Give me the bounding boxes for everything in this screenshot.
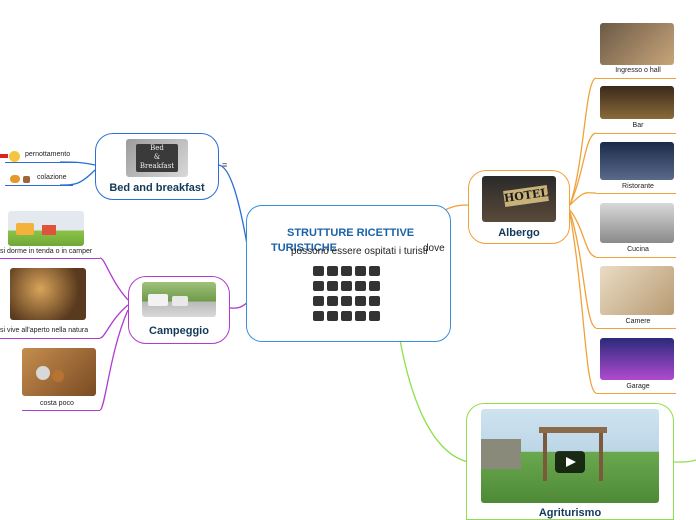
umbrella-icon [341, 296, 352, 306]
camera-icon [369, 311, 380, 321]
leaf-underline [22, 410, 100, 411]
ristorante-image [600, 142, 674, 180]
play-button[interactable] [555, 451, 585, 473]
leaf-underline [596, 328, 676, 329]
bnb-sign-line-1: Bed [150, 144, 164, 152]
tv-icon [313, 281, 324, 291]
leaf-tenda-camper[interactable]: si dorme in tenda o in camper [0, 248, 93, 255]
bnb-sign-line-2: & [153, 153, 161, 161]
leaf-underline [596, 133, 676, 134]
key-icon [355, 296, 366, 306]
leaf-underline [596, 393, 676, 394]
bed-and-breakfast-title: Bed and breakfast [109, 182, 205, 194]
agriturismo-video-thumbnail[interactable] [481, 409, 659, 503]
albergo-title: Albergo [498, 227, 540, 239]
coffee-icon [313, 311, 324, 321]
leaf-colazione[interactable]: colazione [37, 174, 67, 181]
car-icon [369, 296, 380, 306]
leaf-ristorante[interactable]: Ristorante [622, 183, 654, 190]
hotel-sign-image: HOTEL [482, 176, 556, 222]
leaf-aperto-natura[interactable]: si vive all'aperto nella natura [0, 327, 89, 334]
leaf-cucina[interactable]: Cucina [627, 246, 649, 253]
central-title-line-2: TURISTICHE [271, 242, 337, 254]
building-icon [341, 281, 352, 291]
camper-tent-image [8, 211, 84, 246]
notes-icon[interactable]: ≡ [222, 160, 228, 170]
bed-and-breakfast-image: Bed & Breakfast [126, 139, 188, 177]
central-topic-node[interactable]: STRUTTURE RICETTIVE TURISTICHE dove poss… [246, 205, 451, 342]
garage-image [600, 338, 674, 380]
central-title-tail: dove [423, 243, 445, 254]
leaf-underline [596, 193, 676, 194]
leaf-underline [5, 185, 73, 186]
shower-icon [313, 296, 324, 306]
campeggio-image [142, 282, 216, 317]
nature-camp-image [10, 268, 86, 320]
bnb-sign: Bed & Breakfast [136, 144, 178, 172]
sleeping-face-icon [0, 151, 22, 162]
agriturismo-node[interactable]: Agriturismo [466, 403, 674, 520]
beach-icon [327, 296, 338, 306]
leaf-camere[interactable]: Camere [625, 318, 651, 325]
glass-icon [355, 311, 366, 321]
bed-and-breakfast-node[interactable]: Bed & Breakfast Bed and breakfast [95, 133, 219, 200]
bnb-sign-line-3: Breakfast [139, 162, 175, 170]
cloche-icon [369, 266, 380, 276]
leaf-underline [0, 338, 100, 339]
coins-image [22, 348, 96, 396]
central-title-line-1: STRUTTURE RICETTIVE [287, 227, 415, 239]
leaf-underline [0, 258, 100, 259]
bottle-icon [327, 311, 338, 321]
campeggio-title: Campeggio [149, 325, 209, 337]
camere-image [600, 266, 674, 315]
airplane-icon [313, 266, 324, 276]
campeggio-node[interactable]: Campeggio [128, 276, 230, 344]
map-icon [369, 281, 380, 291]
albergo-node[interactable]: HOTEL Albergo [468, 170, 570, 244]
leaf-underline [5, 162, 77, 163]
leaf-ingresso-hall[interactable]: Ingresso o hall [615, 67, 661, 74]
agriturismo-title: Agriturismo [538, 507, 602, 519]
leaf-bar[interactable]: Bar [632, 122, 644, 129]
bed-icon [327, 281, 338, 291]
hall-image [600, 23, 674, 65]
travel-icons-grid [313, 266, 395, 321]
dining-icon [341, 311, 352, 321]
stars-icon [341, 266, 352, 276]
central-subtitle: possono essere ospitati i turisti [291, 246, 428, 257]
hotel-sign-text: HOTEL [503, 185, 549, 207]
leaf-garage[interactable]: Garage [626, 383, 650, 390]
leaf-costa-poco[interactable]: costa poco [40, 400, 74, 407]
leaf-underline [596, 78, 676, 79]
croissant-coffee-icon [10, 174, 34, 184]
cocktail-icon [355, 266, 366, 276]
leaf-pernottamento[interactable]: pernottamento [25, 151, 71, 158]
cucina-image [600, 203, 674, 243]
phone-icon [355, 281, 366, 291]
bus-icon [327, 266, 338, 276]
bar-image [600, 86, 674, 119]
leaf-underline [596, 257, 676, 258]
